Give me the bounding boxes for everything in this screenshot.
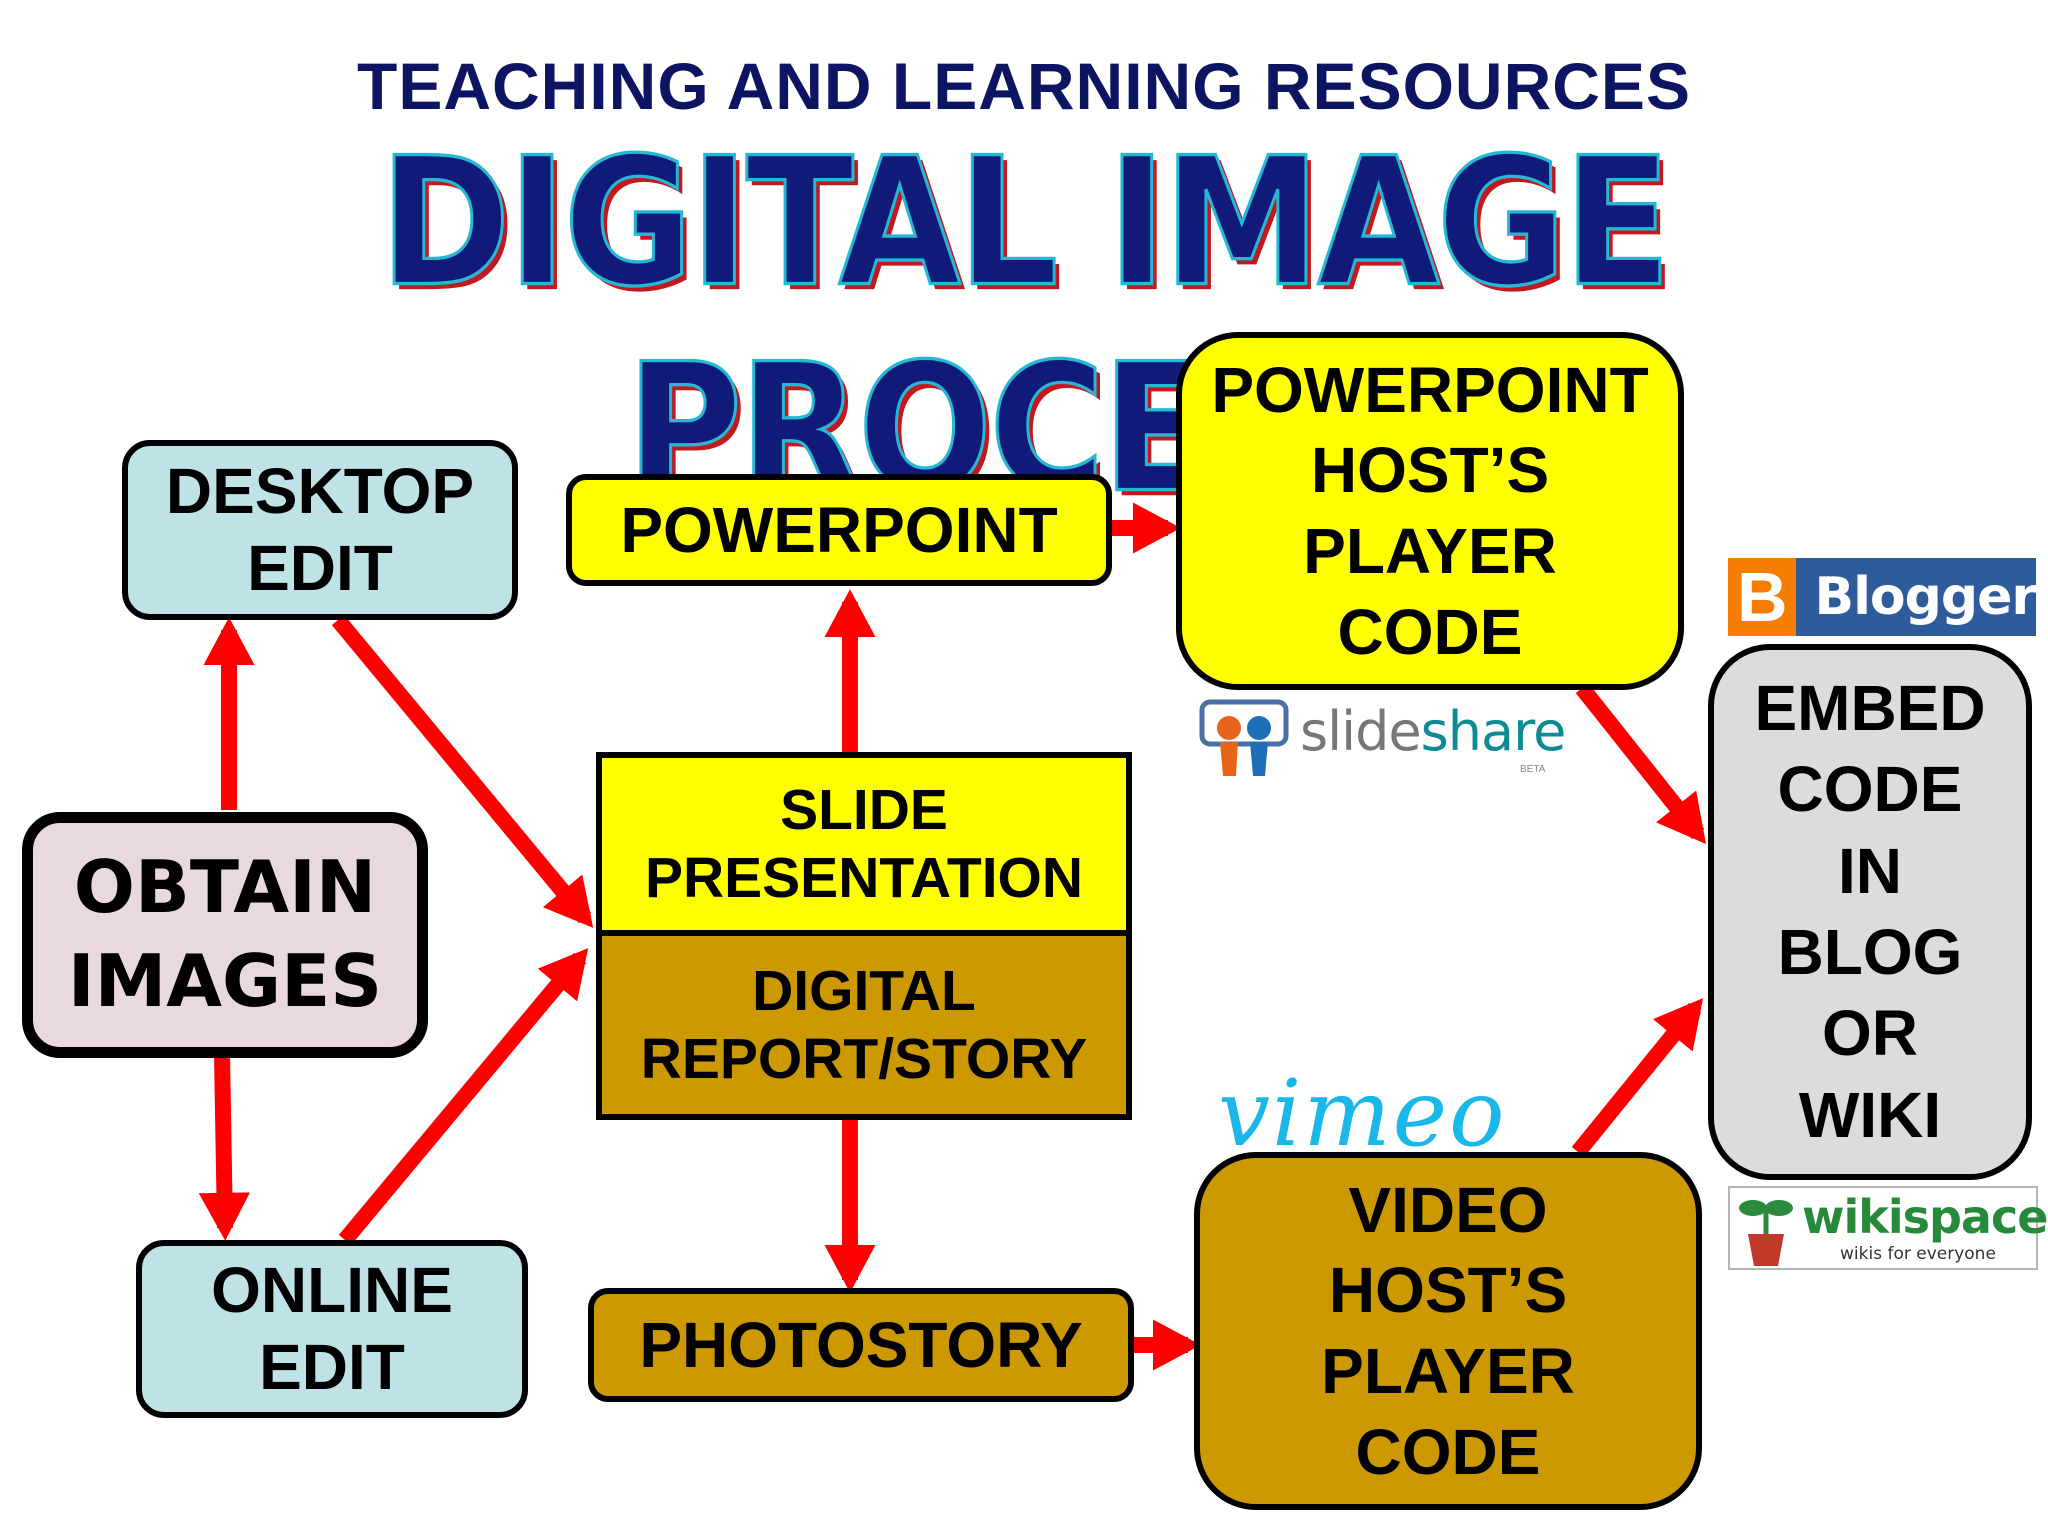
subtitle: TEACHING AND LEARNING RESOURCES: [357, 49, 1691, 123]
slideshare-logo: slideshare BETA: [1196, 696, 1568, 786]
video-host-line-3: PLAYER: [1321, 1335, 1575, 1407]
slideshare-wordmark: slideshare: [1300, 700, 1567, 763]
slideshare-part-1: slide: [1300, 700, 1422, 763]
pphost-line-1: POWERPOINT: [1211, 353, 1649, 426]
slideshare-icon: [1199, 699, 1289, 776]
embed-line-2: CODE: [1777, 753, 1963, 826]
digital-report-line-2: REPORT/STORY: [640, 1027, 1088, 1091]
desktop-edit-line-1: DESKTOP: [165, 455, 475, 528]
arrow-pphost-to-embed: [1575, 683, 1706, 845]
pphost-line-3: PLAYER: [1303, 515, 1557, 587]
obtain-images-line-2: IMAGES: [67, 939, 383, 1023]
video-host-box: VIDEO HOST’S PLAYER CODE: [1194, 1152, 1702, 1510]
powerpoint-label: POWERPOINT: [620, 493, 1058, 566]
embed-code-box: EMBED CODE IN BLOG OR WIKI: [1708, 644, 2032, 1180]
digital-report-line-1: DIGITAL: [752, 958, 976, 1023]
arrow-desktop-to-slide: [331, 614, 594, 928]
embed-line-6: WIKI: [1798, 1078, 1942, 1151]
digital-report-box: DIGITAL REPORT/STORY: [596, 930, 1132, 1120]
wikispaces-plant-icon: [1739, 1200, 1793, 1266]
photostory-label: PHOTOSTORY: [639, 1308, 1083, 1381]
embed-line-1: EMBED: [1754, 672, 1986, 745]
slide-presentation-box: SLIDE PRESENTATION: [596, 752, 1132, 936]
online-edit-box: ONLINE EDIT: [136, 1240, 528, 1418]
video-host-line-1: VIDEO: [1348, 1173, 1548, 1246]
desktop-edit-box: DESKTOP EDIT: [122, 440, 518, 620]
vimeo-logo: vimeo: [1218, 1060, 1507, 1167]
arrow-obtain-to-online: [198, 1054, 250, 1241]
video-host-line-2: HOST’S: [1328, 1254, 1568, 1327]
embed-line-3: IN: [1838, 834, 1902, 907]
wikispaces-logo: wikispaces wikis for everyone: [1728, 1186, 2048, 1270]
embed-line-5: OR: [1822, 997, 1918, 1070]
online-edit-line-1: ONLINE: [211, 1254, 453, 1327]
obtain-images-box: OBTAIN IMAGES: [22, 812, 428, 1058]
blogger-icon: B: [1728, 558, 1797, 636]
photostory-box: PHOTOSTORY: [588, 1288, 1134, 1402]
slide-presentation-line-2: PRESENTATION: [644, 846, 1084, 910]
wikispaces-wordmark: wikispaces: [1802, 1190, 2048, 1244]
arrow-video-to-embed: [1571, 998, 1704, 1158]
blogger-logo: B Blogger: [1728, 558, 2036, 636]
powerpoint-host-box: POWERPOINT HOST’S PLAYER CODE: [1176, 332, 1684, 690]
slide-presentation-line-1: SLIDE: [780, 777, 948, 842]
wikispaces-tagline: wikis for everyone: [1840, 1244, 1996, 1264]
slideshare-beta-tag: BETA: [1520, 764, 1546, 775]
pphost-line-2: HOST’S: [1310, 434, 1550, 507]
arrow-online-to-slide: [338, 948, 589, 1246]
pphost-line-4: CODE: [1337, 595, 1523, 668]
embed-line-4: BLOG: [1777, 916, 1963, 988]
blogger-wordmark: Blogger: [1814, 567, 2036, 627]
powerpoint-box: POWERPOINT: [566, 474, 1112, 586]
desktop-edit-line-2: EDIT: [247, 532, 393, 604]
online-edit-line-2: EDIT: [259, 1331, 405, 1403]
obtain-images-line-1: OBTAIN: [73, 845, 377, 930]
video-host-line-4: CODE: [1355, 1415, 1541, 1488]
slideshare-part-2: share: [1420, 700, 1567, 763]
